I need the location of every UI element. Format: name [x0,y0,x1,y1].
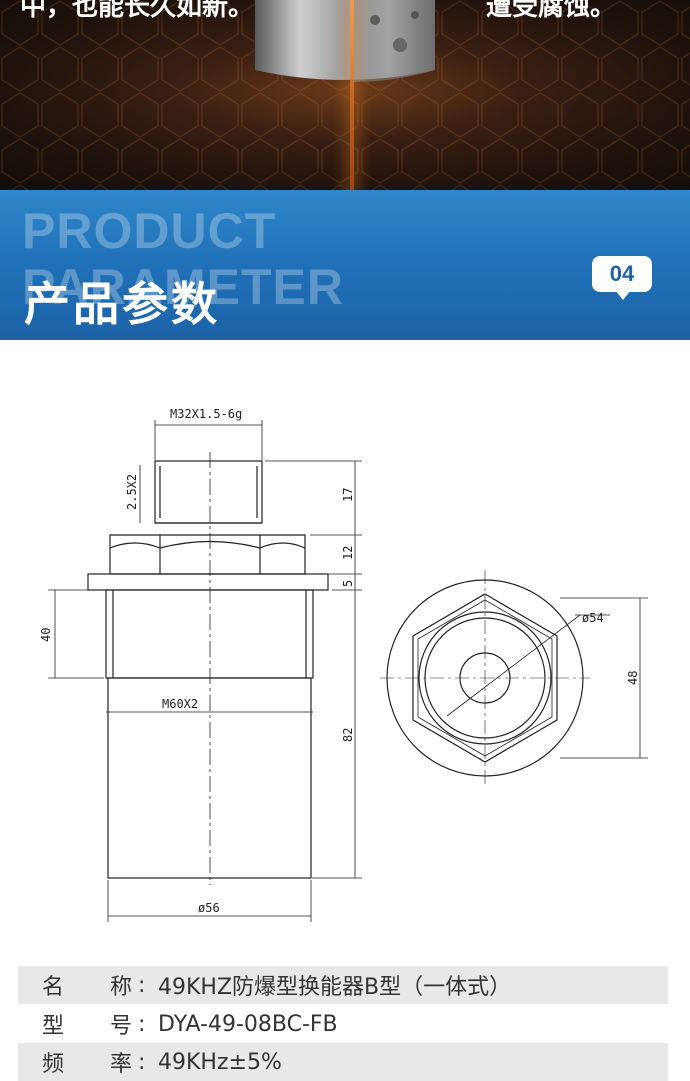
dim-48: 48 [626,671,640,685]
param-colon: : [138,972,146,998]
section-number-badge: 04 [592,256,652,292]
dim-82: 82 [341,728,355,742]
param-value: 49KHz±5% [158,1049,282,1075]
param-value: 49KHZ防爆型换能器B型（一体式） [158,975,512,1000]
param-colon: : [138,1049,146,1075]
flange-plate [87,573,329,591]
param-row-frequency: 频 率 : 49KHz±5% [18,1043,668,1081]
dim-chamfer: 2.5X2 [125,474,139,510]
dim-5: 5 [341,580,355,587]
section-english-line2: PARAMETER [22,259,344,315]
hero-banner: 中，也能长久如新。 遭受腐蚀。 [0,0,690,190]
param-row-model: 型 号 : DYA-49-08BC-FB [18,1005,668,1043]
param-label-a: 型 [42,1014,65,1039]
param-colon: : [138,1011,146,1037]
dim-dia54: ø54 [582,611,604,625]
top-thread-part [154,460,263,524]
section-english-line1: PRODUCT [22,203,277,259]
dim-17: 17 [341,488,355,502]
section-header-band [0,190,690,340]
param-label-a: 名 [42,975,65,1000]
dim-40: 40 [39,628,53,642]
light-beam [350,0,354,190]
top-view [380,570,648,785]
dim-thread-body: M60X2 [162,697,198,711]
param-label-b: 号 [110,1014,133,1039]
technical-drawing: M32X1.5-6g 2.5X2 17 12 5 40 82 M60X2 ø56… [39,407,648,922]
dim-dia56: ø56 [198,901,220,915]
param-value: DYA-49-08BC-FB [158,1011,338,1037]
hero-left-text: 中，也能长久如新。 [20,0,255,22]
dim-thread-top: M32X1.5-6g [170,407,242,421]
param-label-b: 称 [110,975,133,1000]
badge-pointer [615,290,631,300]
section-title: 产品参数 [24,277,220,331]
dim-12: 12 [341,546,355,560]
metal-cylinder-image [255,0,435,82]
threaded-body [105,589,314,679]
param-label-a: 频 [42,1052,65,1077]
hero-right-text: 遭受腐蚀。 [486,0,617,22]
lower-body [107,677,312,879]
param-label-b: 率 [110,1052,133,1077]
hex-nut [109,534,306,575]
param-row-name: 名 称 : 49KHZ防爆型换能器B型（一体式） [18,966,668,1004]
